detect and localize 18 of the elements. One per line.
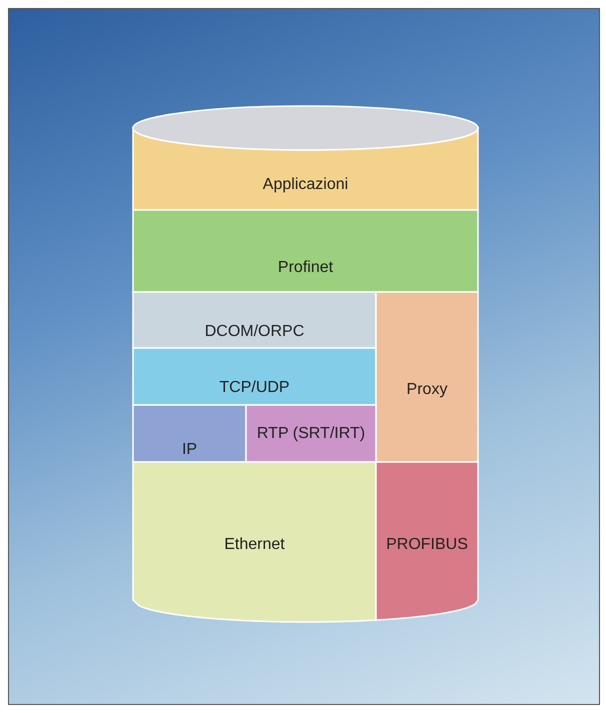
layer-band <box>133 292 376 348</box>
layer-label: Applicazioni <box>262 175 350 195</box>
layer-label: TCP/UDP <box>218 378 291 398</box>
layer-label: DCOM/ORPC <box>204 322 306 342</box>
cylinder-bottom-layer <box>133 462 376 622</box>
layer-label: PROFIBUS <box>385 535 469 555</box>
layer-band <box>133 405 246 462</box>
layer-label: Ethernet <box>223 535 286 555</box>
layer-label: Profinet <box>276 258 334 278</box>
layer-band <box>246 405 376 462</box>
layer-label: RTP (SRT/IRT) <box>256 424 366 444</box>
layer-band <box>133 210 478 292</box>
layer-label: Proxy <box>406 380 448 400</box>
layer-band <box>133 348 376 405</box>
layer-label: IP <box>180 440 198 460</box>
cylinder-bottom-layer <box>376 462 478 622</box>
cylinder-top-layer <box>133 106 478 210</box>
layer-band <box>376 292 478 462</box>
